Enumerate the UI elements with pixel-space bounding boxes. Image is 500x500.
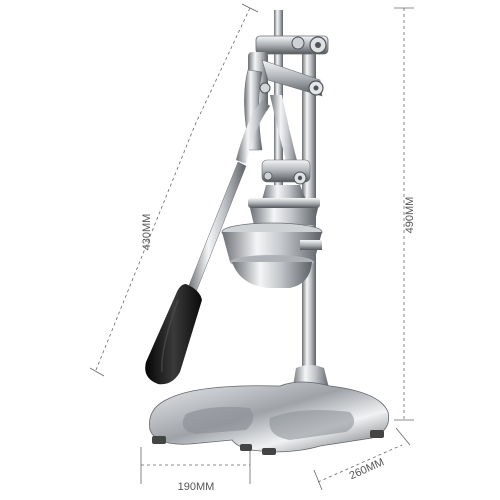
height-label: 490MM	[404, 197, 416, 234]
juicer	[145, 10, 390, 455]
press-cone	[248, 185, 320, 225]
lever-handle	[145, 100, 270, 385]
dimension-base-width	[140, 447, 251, 484]
juicing-cup	[221, 222, 323, 288]
middle-joint	[261, 159, 311, 185]
base-depth-label: 260MM	[348, 456, 386, 482]
handle-grip	[145, 284, 202, 385]
dimension-lever-length	[89, 3, 259, 377]
dimension-height	[394, 7, 414, 421]
base	[149, 365, 390, 455]
dimension-base-depth	[313, 427, 411, 491]
lever-length-label: 430MM	[141, 214, 153, 251]
base-width-label: 190MM	[178, 481, 215, 493]
